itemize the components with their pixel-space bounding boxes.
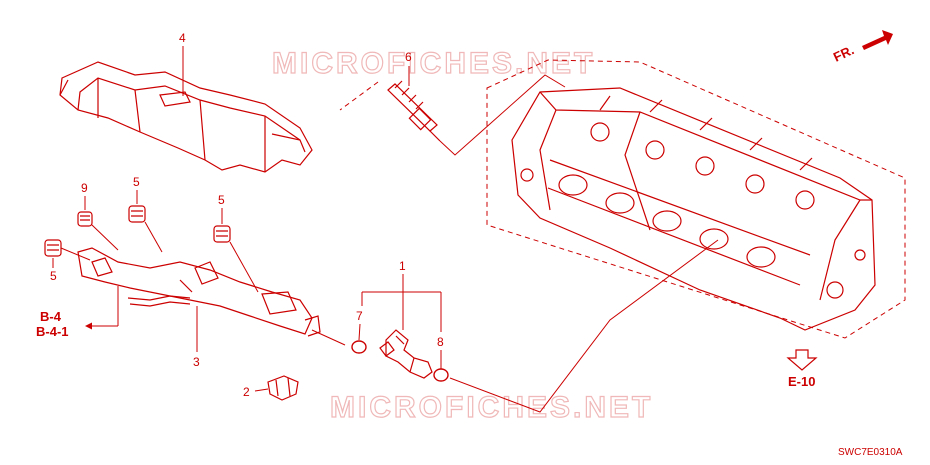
watermark-top: MICROFICHES.NET	[272, 47, 595, 80]
callout-5b: 5	[218, 193, 225, 207]
part-6-zigzag-dashed	[339, 81, 379, 111]
callout-4: 4	[179, 31, 186, 45]
front-direction-indicator: FR.	[831, 30, 893, 65]
part-6-zigzag	[439, 74, 566, 156]
callout-3: 3	[193, 355, 200, 369]
fr-arrow-icon	[862, 30, 893, 50]
part-2-clip	[267, 375, 299, 401]
part-7-oring	[351, 340, 367, 354]
part-5a-link	[144, 221, 163, 253]
part-5b-link	[229, 241, 259, 293]
callout-6: 6	[405, 50, 412, 64]
reference-arrow-e10: E-10	[786, 349, 818, 389]
ref-e10: E-10	[788, 374, 815, 389]
part-7-leader	[358, 323, 361, 341]
fr-label: FR.	[831, 42, 856, 64]
callout-5a: 5	[133, 175, 140, 189]
part-5-seal-b	[213, 225, 231, 243]
part-6-sensor	[387, 80, 441, 142]
callout-5c: 5	[50, 269, 57, 283]
part-5-seal-c	[44, 239, 62, 257]
injector-install-line	[449, 239, 719, 413]
part-5-seal-a	[128, 205, 146, 223]
callout-8: 8	[437, 335, 444, 349]
cylinder-head-boundary	[486, 59, 906, 339]
drawing-code: SWC7E0310A	[838, 447, 903, 458]
part-5c-link	[60, 247, 91, 261]
part-8-oring	[433, 368, 449, 382]
part-9-seal	[77, 211, 93, 227]
cylinder-head	[511, 87, 876, 331]
callout-7: 7	[356, 309, 363, 323]
part-3-fuel-rail	[77, 247, 321, 337]
down-arrow-icon	[786, 349, 818, 371]
callout-9: 9	[81, 181, 88, 195]
rail-to-head-line	[311, 329, 346, 346]
ref-b41: B-4-1	[36, 324, 69, 339]
callout-1: 1	[399, 259, 406, 273]
callout-2: 2	[243, 385, 250, 399]
part-2-leader	[254, 388, 269, 392]
part-9-link	[91, 224, 119, 251]
part-1-injector	[379, 329, 433, 379]
ref-b4: B-4	[40, 309, 62, 324]
part-4-cover	[59, 61, 313, 173]
watermark-bottom: MICROFICHES.NET	[330, 391, 653, 424]
